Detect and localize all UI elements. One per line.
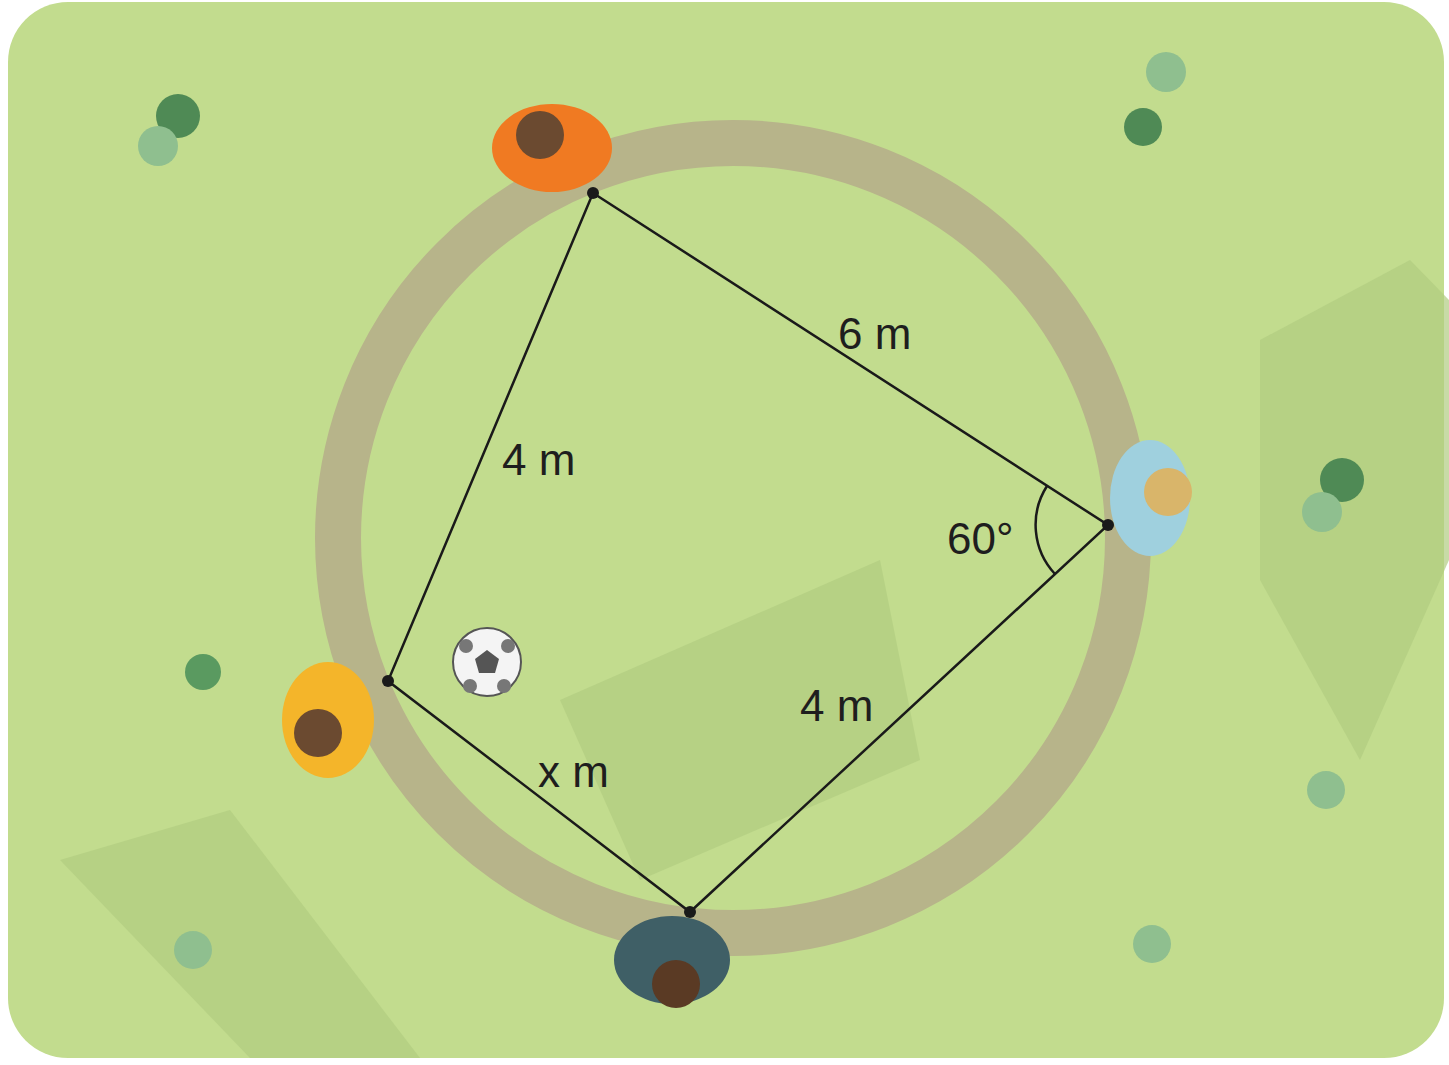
vertex-dots — [382, 187, 1114, 918]
ball — [453, 628, 521, 696]
people — [282, 104, 1192, 1008]
circle-track — [338, 143, 1128, 933]
quadrilateral — [388, 193, 1108, 912]
length-label: 6 m — [838, 312, 911, 356]
length-label: x m — [538, 750, 609, 794]
angle-label: 60° — [947, 517, 1014, 561]
bushes — [138, 52, 1364, 969]
length-label: 4 m — [800, 684, 873, 728]
length-label: 4 m — [502, 438, 575, 482]
grass-field — [8, 2, 1444, 1058]
